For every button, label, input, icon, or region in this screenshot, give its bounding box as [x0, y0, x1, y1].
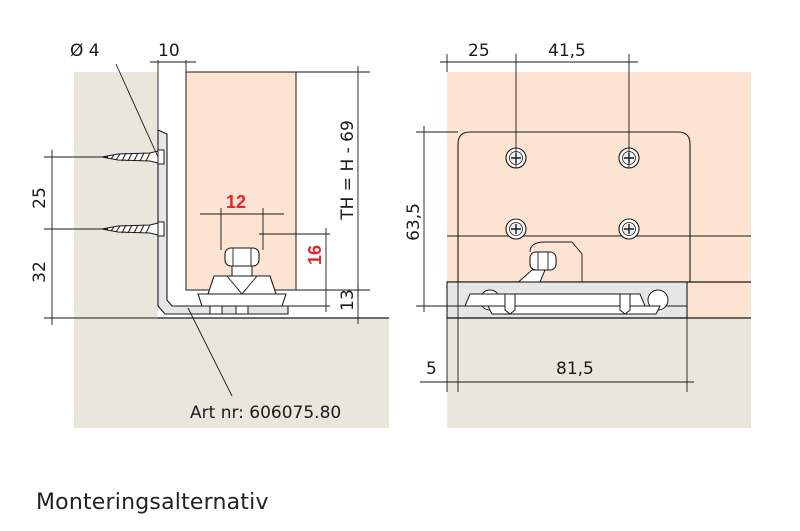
screw-head-4 — [618, 218, 640, 240]
floor-section-front — [447, 318, 751, 428]
diameter-leader — [115, 63, 159, 158]
dim-plate-height: 63,5 — [404, 203, 424, 241]
dim-height-formula: TH = H - 69 — [338, 120, 358, 221]
dim-height: 16 — [305, 245, 325, 265]
dim-depth: 12 — [226, 192, 246, 212]
dim-upper-spacing: 25 — [30, 187, 50, 209]
left-view: Ø 4 10 25 32 12 16 TH = H - 69 13 — [30, 41, 389, 428]
right-view: 25 41,5 63,5 5 81,5 — [404, 41, 751, 428]
mounting-plate — [457, 131, 691, 283]
caption: Monteringsalternativ — [36, 490, 269, 515]
rail-fittings — [464, 289, 669, 315]
dim-first-offset: 25 — [468, 41, 490, 61]
screw-head-3 — [505, 218, 527, 240]
dim-base: 13 — [338, 289, 358, 311]
wall-section — [74, 72, 158, 318]
floor-section — [74, 318, 389, 428]
dim-offset: 10 — [158, 41, 180, 61]
dim-plate-width: 81,5 — [556, 359, 594, 379]
roller-assembly — [197, 247, 287, 315]
dim-lower-spacing: 32 — [30, 261, 50, 283]
dim-edge-offset: 5 — [426, 359, 437, 379]
article-label: Art nr: 606075.80 — [190, 403, 341, 423]
dim-hole-diameter: Ø 4 — [70, 41, 100, 61]
dim-hole-spacing: 41,5 — [548, 41, 586, 61]
article-leader — [187, 307, 233, 397]
